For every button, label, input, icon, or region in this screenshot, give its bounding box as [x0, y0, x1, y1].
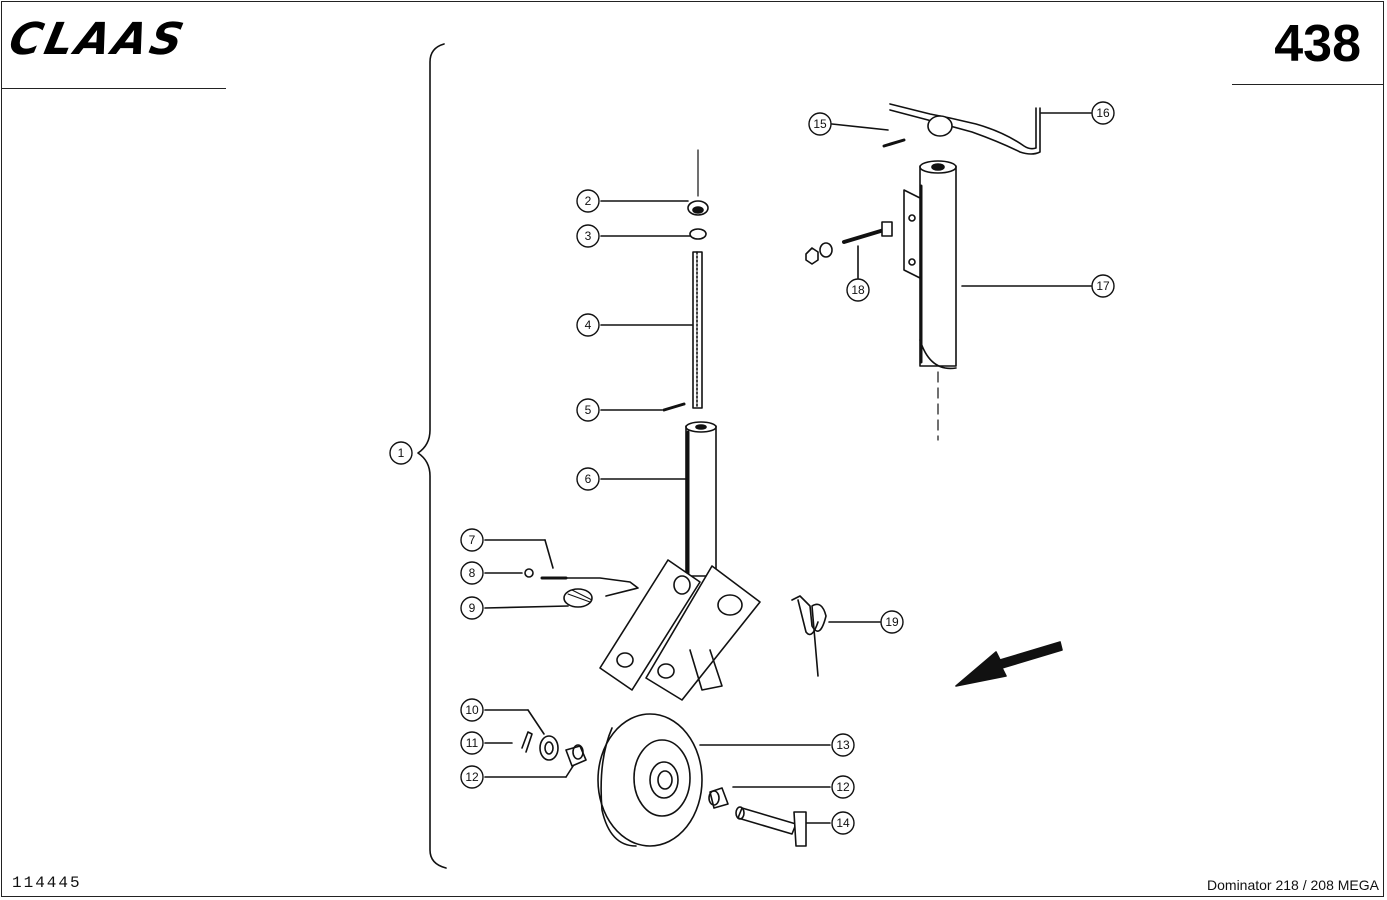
- callout-19: [880, 610, 904, 634]
- callout-11: [460, 731, 484, 755]
- assembly-brace: [417, 43, 447, 869]
- page-number-underline: [1232, 84, 1384, 85]
- callout-9: [460, 596, 484, 620]
- callout-label: 19: [885, 615, 899, 629]
- callout-15: [808, 112, 832, 136]
- callout-1: [389, 441, 413, 465]
- drawing-id: 114445: [12, 874, 82, 892]
- callout-label: 6: [585, 472, 592, 486]
- callout-12-left: [460, 765, 484, 789]
- callout-label: 15: [813, 117, 827, 131]
- callout-label: 4: [585, 318, 592, 332]
- callout-label: 9: [469, 601, 476, 615]
- callout-label: 17: [1096, 279, 1110, 293]
- callout-label: 2: [585, 194, 592, 208]
- callout-14: [831, 811, 855, 835]
- callout-4: [576, 313, 600, 337]
- callout-label: 3: [585, 229, 592, 243]
- callout-13: [831, 733, 855, 757]
- callout-label: 8: [469, 566, 476, 580]
- callout-label: 11: [466, 736, 479, 750]
- callout-label: 5: [585, 403, 592, 417]
- callout-label: 1: [398, 446, 405, 460]
- callout-18: [846, 278, 870, 302]
- model-name: Dominator 218 / 208 MEGA: [1207, 877, 1379, 893]
- callout-label: 10: [465, 703, 479, 717]
- callout-8: [460, 561, 484, 585]
- callout-7: [460, 528, 484, 552]
- callout-6: [576, 467, 600, 491]
- callout-16: [1091, 101, 1115, 125]
- callout-label: 18: [851, 283, 865, 297]
- logo-underline: [2, 88, 226, 89]
- callout-10: [460, 698, 484, 722]
- callout-2: [576, 189, 600, 213]
- page-number: 438: [1274, 15, 1361, 73]
- callout-17: [1091, 274, 1115, 298]
- callout-5: [576, 398, 600, 422]
- callout-label: 14: [836, 816, 850, 830]
- callout-label: 13: [836, 738, 850, 752]
- callout-label: 16: [1096, 106, 1110, 120]
- callout-label: 12: [465, 770, 479, 784]
- callout-3: [576, 224, 600, 248]
- callout-label: 7: [469, 533, 476, 547]
- callout-12-right: [831, 775, 855, 799]
- callout-label: 12: [836, 780, 850, 794]
